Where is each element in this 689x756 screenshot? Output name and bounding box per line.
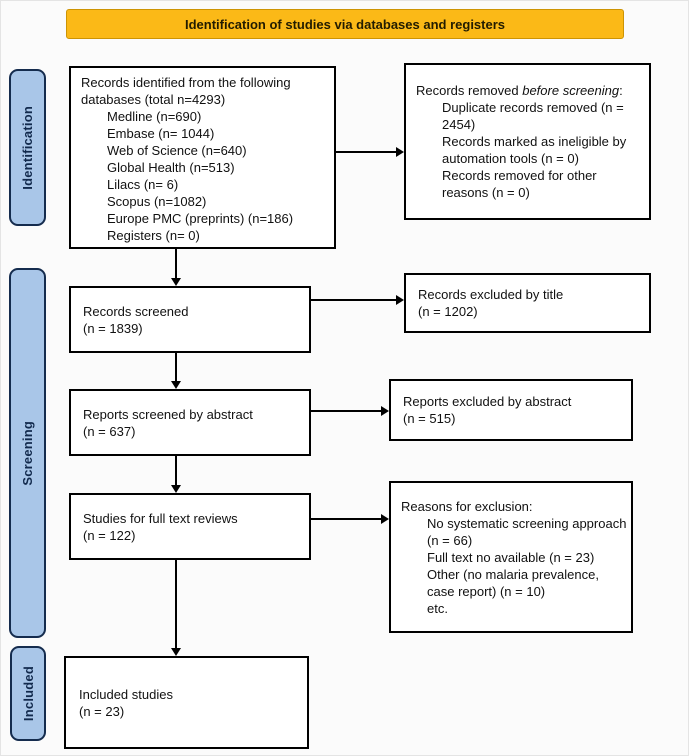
box-reports-screened-abstract-line1: Reports screened by abstract xyxy=(83,406,253,422)
arrow-line xyxy=(311,410,381,412)
list-item: Registers (n= 0) xyxy=(107,228,200,243)
box-records-excluded-title: Records excluded by title (n = 1202) xyxy=(404,273,651,333)
box-records-excluded-title-line1: Records excluded by title xyxy=(418,287,564,302)
box-studies-fulltext-line1: Studies for full text reviews xyxy=(83,510,238,526)
list-item: Europe PMC (preprints) (n=186) xyxy=(107,211,294,226)
box-records-identified-list: Medline (n=690) Embase (n= 1044) Web of Sc… xyxy=(81,108,328,244)
arrow-line xyxy=(175,560,177,650)
arrowhead-right-icon xyxy=(396,147,404,157)
list-item: Records removed for other reasons (n = 0… xyxy=(442,168,597,200)
stage-label-screening: Screening xyxy=(9,268,46,638)
arrow-line xyxy=(311,299,396,301)
box-records-identified-intro: Records identified from the following da… xyxy=(81,75,291,107)
box-records-removed-intro-prefix: Records removed xyxy=(416,83,523,98)
arrow-line xyxy=(336,151,396,153)
list-item: Records marked as ineligible by automati… xyxy=(442,134,627,166)
box-reports-screened-abstract-line2: (n = 637) xyxy=(83,423,136,439)
list-item: Global Health (n=513) xyxy=(107,160,235,175)
box-records-removed-list: Duplicate records removed (n = 2454)Reco… xyxy=(416,99,643,201)
stage-label-identification-text: Identification xyxy=(20,105,35,190)
box-included-studies-line2: (n = 23) xyxy=(79,703,125,719)
arrowhead-down-icon xyxy=(171,381,181,389)
list-item: Medline (n=690) xyxy=(107,109,202,124)
list-item: Embase (n= 1044) xyxy=(107,126,215,141)
banner-title-text: Identification of studies via databases … xyxy=(184,16,506,32)
list-item: Duplicate records removed (n = 2454) xyxy=(442,100,624,132)
box-reports-excluded-abstract: Reports excluded by abstract (n = 515) xyxy=(389,379,633,441)
box-records-screened: Records screened (n = 1839) xyxy=(69,286,311,353)
box-records-screened-line1: Records screened xyxy=(83,303,189,319)
box-records-removed-intro: Records removed before screening: xyxy=(416,82,643,99)
box-studies-fulltext: Studies for full text reviews (n = 122) xyxy=(69,493,311,560)
list-item: Scopus (n=1082) xyxy=(107,194,207,209)
box-reports-excluded-abstract-line2: (n = 515) xyxy=(403,411,456,426)
box-reports-excluded-abstract-line1: Reports excluded by abstract xyxy=(403,394,572,409)
box-included-studies-line1: Included studies xyxy=(79,686,173,702)
box-records-removed-intro-suffix: : xyxy=(619,83,623,98)
list-item: Other (no malaria prevalence, case repor… xyxy=(427,566,599,599)
list-item: Full text no available (n = 23) xyxy=(427,549,595,565)
stage-label-included: Included xyxy=(10,646,46,741)
arrow-line xyxy=(175,456,177,487)
arrowhead-right-icon xyxy=(381,514,389,524)
list-item: No systematic screening approach (n = 66… xyxy=(427,515,627,548)
stage-label-included-text: Included xyxy=(20,665,36,722)
box-included-studies: Included studies (n = 23) xyxy=(64,656,309,749)
arrow-line xyxy=(175,353,177,383)
box-records-removed: Records removed before screening: Duplic… xyxy=(404,63,651,220)
box-records-removed-intro-italic: before screening xyxy=(522,83,620,98)
box-records-identified: Records identified from the following da… xyxy=(69,66,336,249)
arrow-line xyxy=(175,249,177,280)
box-reasons-exclusion-intro: Reasons for exclusion: xyxy=(401,498,533,514)
arrow-line xyxy=(311,518,381,520)
list-item: Lilacs (n= 6) xyxy=(107,177,179,192)
arrowhead-down-icon xyxy=(171,485,181,493)
box-reasons-exclusion: Reasons for exclusion: No systematic scr… xyxy=(389,481,633,633)
arrowhead-down-icon xyxy=(171,278,181,286)
box-reports-screened-abstract: Reports screened by abstract (n = 637) xyxy=(69,389,311,456)
list-item: Web of Science (n=640) xyxy=(107,143,247,158)
box-reasons-exclusion-list: No systematic screening approach (n = 66… xyxy=(401,515,627,617)
arrowhead-down-icon xyxy=(171,648,181,656)
stage-label-identification: Identification xyxy=(9,69,46,226)
arrowhead-right-icon xyxy=(381,406,389,416)
banner-title: Identification of studies via databases … xyxy=(66,9,624,39)
arrowhead-right-icon xyxy=(396,295,404,305)
stage-label-screening-text: Screening xyxy=(20,420,35,486)
box-records-screened-line2: (n = 1839) xyxy=(83,320,143,336)
box-studies-fulltext-line2: (n = 122) xyxy=(83,527,136,543)
list-item: etc. xyxy=(427,600,448,616)
box-records-excluded-title-line2: (n = 1202) xyxy=(418,304,478,319)
